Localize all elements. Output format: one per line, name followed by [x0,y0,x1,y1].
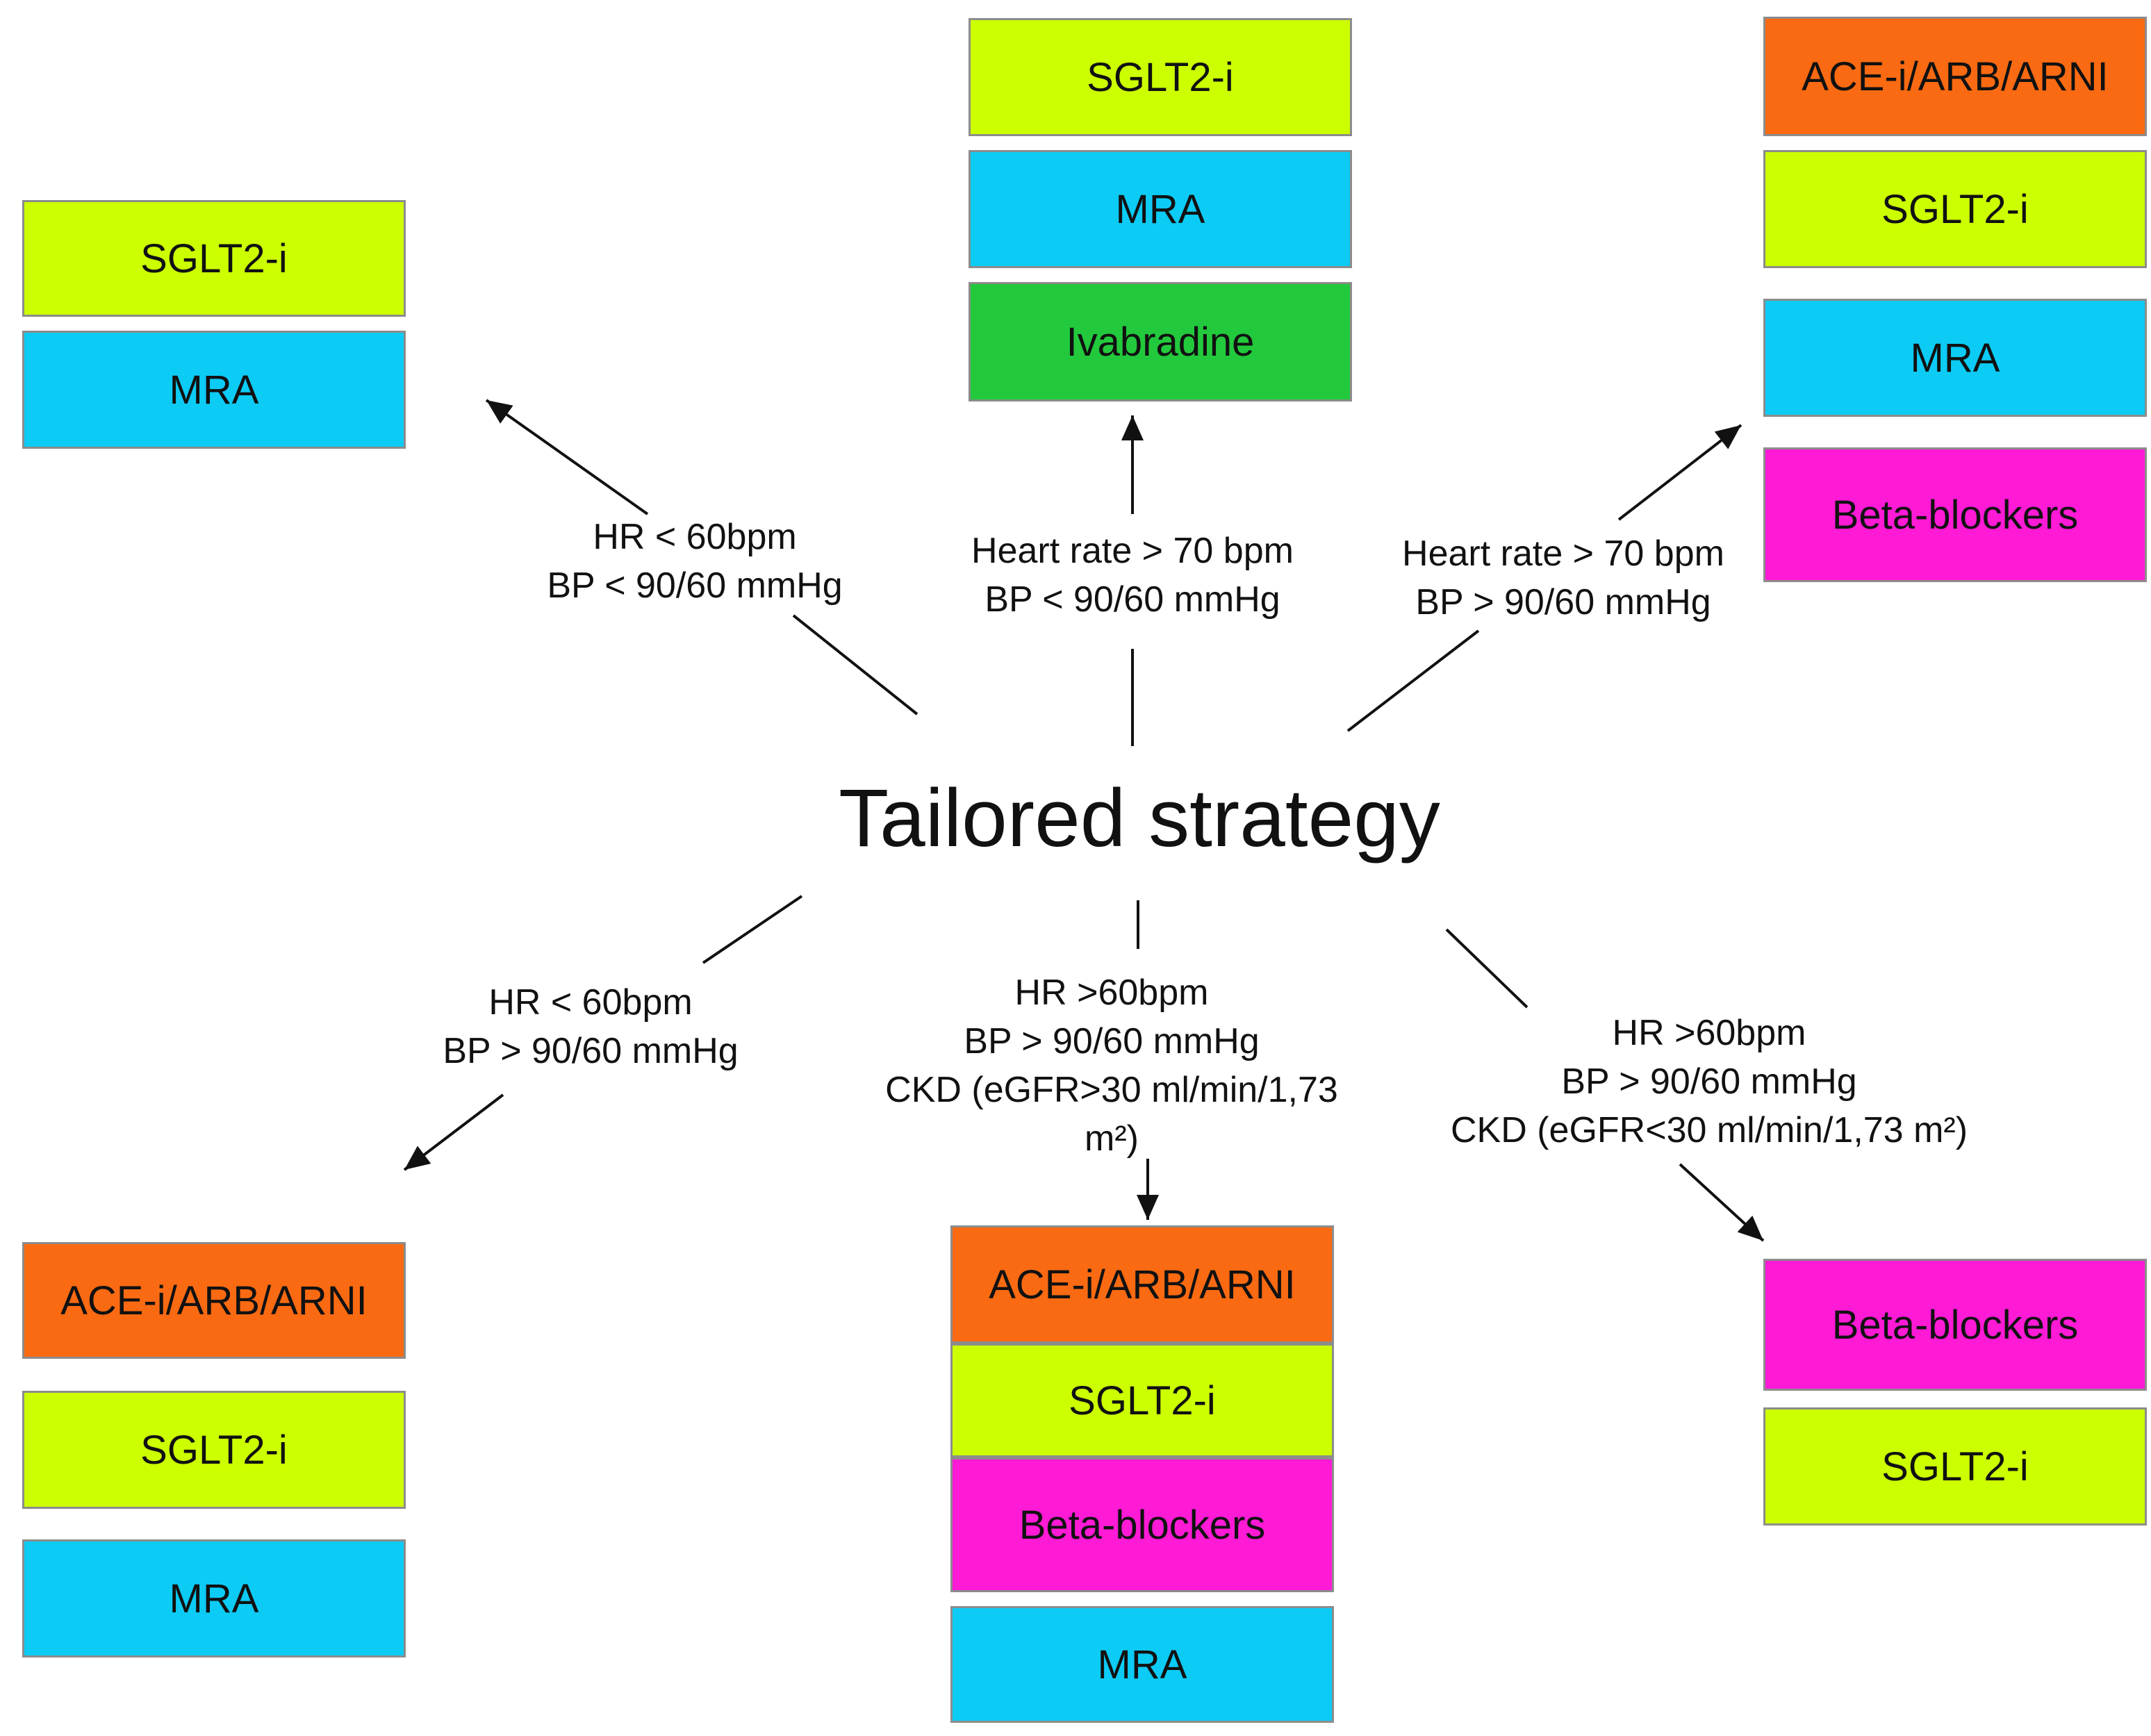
drug-box-mra: MRA [950,1606,1334,1723]
condition-line: HR >60bpm [1014,973,1209,1013]
drug-box-mra: MRA [1763,299,2147,417]
condition-line: HR < 60bpm [593,517,797,557]
connector-bottom-right-upper [1445,928,1528,1009]
drug-box-ace-arb-arni: ACE-i/ARB/ARNI [1763,17,2147,136]
drug-box-sglt2: SGLT2-i [22,200,406,317]
condition-line: Heart rate > 70 bpm [1402,534,1724,574]
condition-bottom-left: HR < 60bpm BP > 90/60 mmHg [389,978,792,1075]
condition-line: HR < 60bpm [488,982,693,1023]
arrow-top-right [1617,424,1742,521]
condition-line: BP > 90/60 mmHg [964,1021,1260,1061]
connector-top-left-lower [792,614,918,716]
arrow-bottom-left [403,1093,504,1171]
drug-box-mra: MRA [22,331,406,449]
drug-box-sglt2: SGLT2-i [1763,150,2147,268]
drug-box-ace-arb-arni: ACE-i/ARB/ARNI [22,1242,406,1359]
drug-box-mra: MRA [969,150,1352,268]
drug-box-ace-arb-arni: ACE-i/ARB/ARNI [950,1225,1334,1344]
arrow-top-left [485,399,649,515]
connector-bottom-left-upper [702,895,803,964]
drug-box-sglt2: SGLT2-i [1763,1407,2147,1526]
drug-box-beta-blockers: Beta-blockers [1763,447,2147,582]
condition-line: BP < 90/60 mmHg [547,565,843,606]
drug-box-sglt2: SGLT2-i [22,1391,406,1509]
condition-top-left: HR < 60bpm BP < 90/60 mmHg [486,513,903,610]
diagram-title: Tailored strategy [839,772,1440,864]
condition-line: CKD (eGFR<30 ml/min/1,73 m²) [1450,1110,1968,1150]
condition-bottom-center: HR >60bpm BP > 90/60 mmHg CKD (eGFR>30 m… [848,968,1376,1163]
condition-line: BP > 90/60 mmHg [1415,582,1711,622]
drug-box-sglt2: SGLT2-i [969,18,1352,136]
condition-top-center: Heart rate > 70 bpm BP < 90/60 mmHg [917,527,1348,624]
drug-box-ivabradine: Ivabradine [969,282,1352,402]
condition-line: BP > 90/60 mmHg [1561,1061,1857,1102]
condition-bottom-right: HR >60bpm BP > 90/60 mmHg CKD (eGFR<30 m… [1396,1009,2022,1155]
connector-top-right-lower [1346,629,1480,732]
condition-line: m²) [1085,1118,1139,1159]
condition-line: HR >60bpm [1612,1013,1806,1053]
drug-box-beta-blockers: Beta-blockers [950,1457,1334,1592]
condition-line: CKD (eGFR>30 ml/min/1,73 [885,1070,1338,1110]
arrow-bottom-right [1679,1163,1765,1242]
drug-box-mra: MRA [22,1539,406,1658]
condition-line: Heart rate > 70 bpm [971,531,1294,571]
drug-box-beta-blockers: Beta-blockers [1763,1259,2147,1391]
drug-box-sglt2: SGLT2-i [950,1344,1334,1457]
condition-line: BP < 90/60 mmHg [984,579,1280,620]
condition-line: BP > 90/60 mmHg [443,1031,739,1071]
condition-top-right: Heart rate > 70 bpm BP > 90/60 mmHg [1369,529,1758,627]
